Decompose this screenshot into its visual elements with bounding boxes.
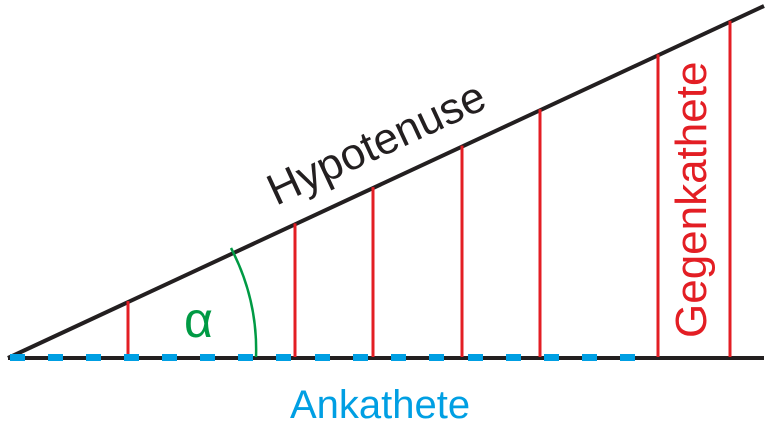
adjacent-dash-11 [391, 354, 406, 361]
adjacent-dash-4 [124, 354, 139, 361]
opposite-side-lines [126, 20, 732, 357]
adjacent-dash-16 [582, 354, 597, 361]
adjacent-dash-9 [315, 354, 330, 361]
adjacent-dash-6 [200, 354, 215, 361]
adjacent-dash-2 [48, 354, 63, 361]
adjacent-dash-10 [353, 354, 368, 361]
hypotenuse-label: Hypotenuse [260, 72, 494, 215]
adjacent-side-dashes [10, 354, 635, 361]
angle-label: α [184, 292, 213, 348]
adjacent-dash-7 [238, 354, 253, 361]
adjacent-dash-5 [162, 354, 177, 361]
adjacent-dash-13 [468, 354, 483, 361]
opposite-label: Gegenkathete [667, 62, 716, 338]
hypotenuse-line [7, 4, 765, 360]
angle-arc [229, 247, 258, 358]
adjacent-dash-1 [10, 354, 25, 361]
adjacent-dash-3 [86, 354, 101, 361]
adjacent-dash-15 [544, 354, 559, 361]
adjacent-label: Ankathete [290, 383, 470, 424]
adjacent-dash-12 [429, 354, 444, 361]
adjacent-dash-17 [620, 354, 635, 361]
adjacent-dash-14 [506, 354, 521, 361]
adjacent-dash-8 [276, 354, 291, 361]
